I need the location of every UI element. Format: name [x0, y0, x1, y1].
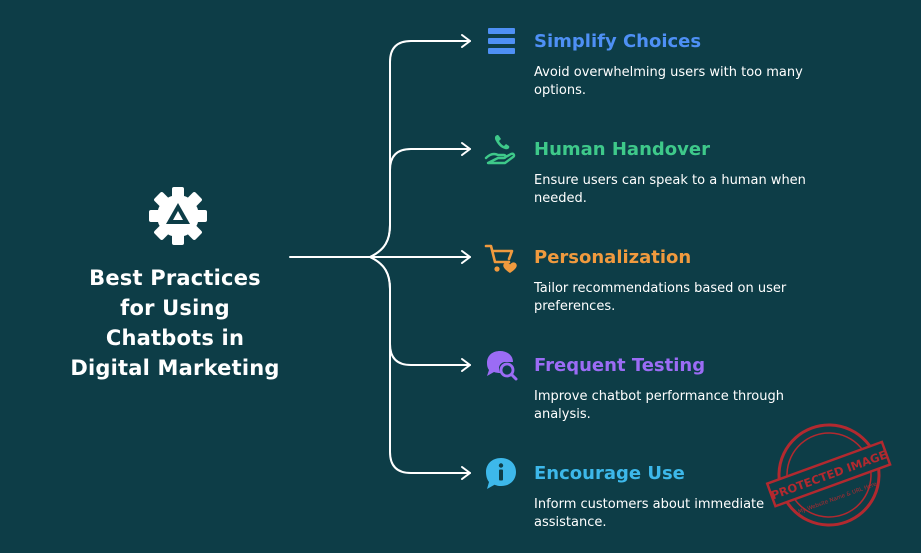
item-description: Ensure users can speak to a human when n…: [534, 173, 806, 206]
item-description: Inform customers about immediate assista…: [534, 497, 765, 530]
hand-phone-icon: [484, 135, 516, 165]
item-description: Improve chatbot performance through anal…: [534, 389, 784, 422]
arrowhead-2: [461, 142, 471, 156]
protected-image-stamp: PROTECTED IMAGE My Website Name & URL He…: [765, 423, 892, 527]
center-title: Best Practices for Using Chatbots in Dig…: [70, 266, 280, 380]
arrowhead-1: [461, 34, 471, 48]
item-description: Avoid overwhelming users with too many o…: [534, 65, 803, 98]
arrowhead-4: [461, 358, 471, 372]
chat-search-icon: [487, 351, 518, 381]
branch-line-5: [369, 256, 471, 474]
arrowhead-3: [461, 250, 471, 264]
item-title: Human Handover: [534, 139, 710, 160]
item-title: Simplify Choices: [534, 31, 702, 52]
item-title: Frequent Testing: [534, 355, 706, 376]
branch-line-2: [369, 148, 471, 258]
gear-icon: [149, 187, 207, 245]
arrowhead-5: [461, 466, 471, 480]
cart-heart-icon: [484, 244, 517, 273]
item-description: Tailor recommendations based on user pre…: [534, 281, 787, 314]
info-chat-icon: [486, 458, 516, 489]
branch-line-4: [369, 256, 471, 366]
item-title: Personalization: [534, 247, 692, 268]
list-icon: [488, 28, 515, 54]
item-title: Encourage Use: [534, 463, 685, 484]
